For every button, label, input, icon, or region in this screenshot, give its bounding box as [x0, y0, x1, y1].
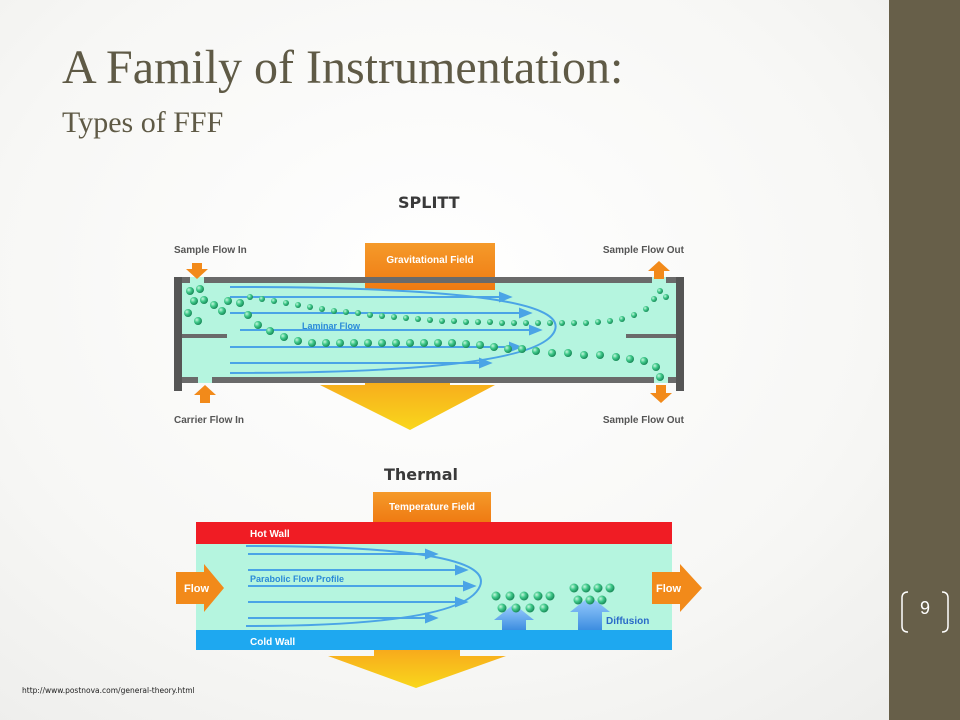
slide-subtitle: Types of FFF: [62, 106, 224, 139]
carrier-in-arrow: [194, 385, 216, 403]
flow-out-arrow: [652, 564, 702, 612]
sample-flow-in-label: Sample Flow In: [174, 245, 247, 256]
thermal-particles: [491, 583, 615, 613]
source-link[interactable]: http://www.postnova.com/general-theory.h…: [22, 686, 195, 695]
flow-in-arrow: [176, 564, 224, 612]
cold-wall-label: Cold Wall: [250, 637, 295, 648]
sample-flow-out-top-label: Sample Flow Out: [603, 245, 685, 256]
sample-in-arrow: [186, 263, 208, 279]
field-arrow-down: [320, 377, 495, 430]
splitt-diagram: Gravitational Field Laminar Flow: [174, 243, 685, 430]
parabolic-curve: [245, 545, 482, 627]
gravitational-field-label: Gravitational Field: [386, 255, 473, 266]
thermal-caption: Thermal: [384, 465, 458, 484]
thermal-diagram: Temperature Field Hot Wall Cold Wall Par…: [176, 492, 702, 688]
flow-profile-curve: [229, 286, 557, 374]
flow-out-label: Flow: [656, 583, 681, 595]
diffusion-arrow-1: [494, 604, 534, 630]
page-number-bracket: [901, 591, 949, 633]
inlet-splitter: [182, 334, 227, 338]
left-wall: [174, 277, 182, 391]
diffusion-label: Diffusion: [606, 616, 649, 627]
cold-wall: [196, 630, 672, 650]
carrier-flow-in-label: Carrier Flow In: [174, 415, 244, 426]
temperature-field-box: [373, 492, 491, 522]
page-number: 9: [919, 598, 930, 618]
sample-out-bottom-arrow: [650, 385, 672, 403]
temperature-field-label: Temperature Field: [389, 502, 475, 513]
slide-title: A Family of Instrumentation:: [62, 41, 624, 94]
hot-wall: [196, 522, 672, 544]
bottom-wall: [182, 377, 676, 383]
top-wall: [182, 277, 676, 283]
parabolic-flow-label: Parabolic Flow Profile: [250, 574, 344, 584]
particles: [184, 285, 669, 381]
laminar-flow-label: Laminar Flow: [302, 321, 361, 331]
sample-out-top-arrow: [648, 261, 670, 279]
splitt-caption: SPLITT: [398, 193, 460, 212]
sample-flow-out-bottom-label: Sample Flow Out: [603, 415, 685, 426]
diffusion-arrow-2: [570, 596, 610, 630]
right-wall: [676, 277, 684, 391]
hot-wall-label: Hot Wall: [250, 529, 290, 540]
outlet-splitter: [626, 334, 676, 338]
temperature-field-arrow: [328, 648, 506, 688]
flow-in-label: Flow: [184, 583, 209, 595]
